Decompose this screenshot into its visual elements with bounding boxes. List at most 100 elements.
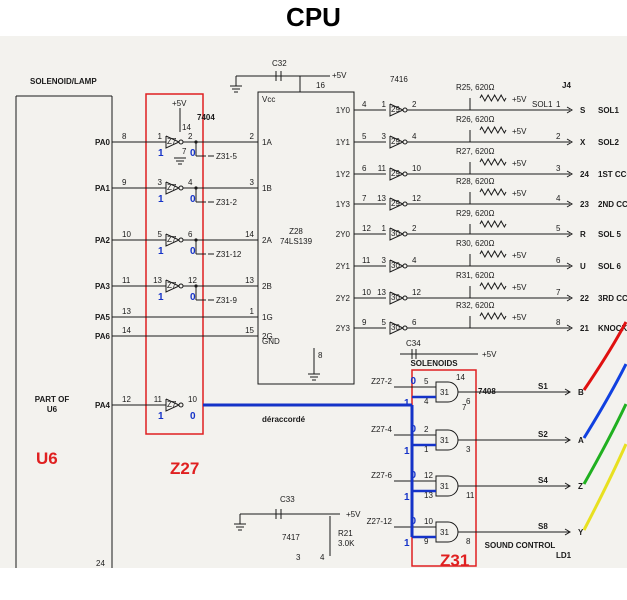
buffer-id: 29 — [391, 137, 400, 146]
z31-pin14: 14 — [456, 373, 465, 382]
arrow-head — [564, 388, 571, 396]
z27-pin7: 7 — [182, 147, 187, 156]
z27-highlight-box — [145, 93, 204, 435]
u6-label-line2: U6 — [47, 405, 58, 414]
buffer-id: 30 — [391, 261, 400, 270]
arrow-head — [566, 138, 573, 146]
z28-in-pin: 15 — [245, 326, 254, 335]
c33-label: C33 — [280, 495, 295, 504]
arrow-head — [566, 200, 573, 208]
z27-highlight-label: Z27 — [170, 459, 199, 478]
and-out-pin: 6 — [466, 397, 471, 406]
resistor-supply: +5V — [512, 127, 527, 136]
z27-in-logic: 1 — [158, 148, 164, 159]
resistor-supply: +5V — [512, 95, 527, 104]
and-in2-logic: 1 — [404, 492, 410, 503]
inverter-bubble — [402, 171, 408, 177]
resistor-supply: +5V — [512, 159, 527, 168]
buffer-out-pin: 2 — [412, 100, 417, 109]
z28-part: 74LS139 — [280, 237, 313, 246]
z28-out-name: 1Y0 — [336, 106, 351, 115]
u6-port-pa4: PA4 — [95, 401, 111, 410]
j4-pin-num: 1 — [556, 100, 561, 109]
solenoid-buffer — [389, 259, 405, 273]
z27-out-pin: 4 — [188, 178, 193, 187]
z28-in-pin: 13 — [245, 276, 254, 285]
u6-highlight-label: U6 — [36, 449, 58, 468]
z28-out-name: 2Y0 — [336, 230, 351, 239]
buffer-id: 29 — [391, 105, 400, 114]
j4-pin-num: 4 — [556, 194, 561, 203]
j4-label: J4 — [562, 81, 571, 90]
resistor-symbol — [479, 219, 507, 229]
z27-inverter — [165, 233, 181, 247]
and-gate-id: 31 — [440, 482, 449, 491]
z28-out-pin: 9 — [362, 318, 367, 327]
resistor-label: R32, 620Ω — [456, 301, 494, 310]
u6-label-line1: PART OF — [35, 395, 70, 404]
z27-in-pin: 3 — [158, 178, 163, 187]
and-in2-pin: 9 — [424, 537, 429, 546]
z28-gnd-pin: 8 — [318, 351, 323, 360]
u6-port-pa1: PA1 — [95, 184, 111, 193]
j4-pin-letter: 22 — [580, 294, 589, 303]
z28-vcc-label: Vcc — [262, 95, 275, 104]
buffer-out-pin: 10 — [412, 164, 421, 173]
j4-pin-letter: R — [580, 230, 586, 239]
z27-pin14: 14 — [182, 123, 191, 132]
j4-pin-num: 8 — [556, 318, 561, 327]
and-in2-pin: 4 — [424, 397, 429, 406]
r21-value: 3.0K — [338, 539, 355, 548]
z28-out-pin: 6 — [362, 164, 367, 173]
arrow-head — [564, 482, 571, 490]
resistor-label: R31, 620Ω — [456, 271, 494, 280]
inverter-bubble — [402, 201, 408, 207]
z28-in-pin: 3 — [250, 178, 255, 187]
z28-out-pin: 4 — [362, 100, 367, 109]
j4-pin-func: SOL 6 — [598, 262, 622, 271]
z28-supply: +5V — [332, 71, 347, 80]
and-gate — [435, 475, 459, 497]
buffer-in-pin: 3 — [382, 132, 387, 141]
and-gate-id: 31 — [440, 388, 449, 397]
j4-pin-func: 1ST CCC — [598, 170, 627, 179]
z27-out-pin: 2 — [188, 132, 193, 141]
arrow-head — [566, 170, 573, 178]
z28-in-name: 2A — [262, 236, 272, 245]
z27-in-pin: 5 — [158, 230, 163, 239]
z27-gate-id: Z7 — [167, 137, 177, 146]
z27-out-logic: 0 — [190, 246, 196, 257]
z27-dest-label: Z31-5 — [216, 152, 237, 161]
buffer-out-pin: 2 — [412, 224, 417, 233]
sound-output-letter: B — [578, 388, 584, 397]
z27-out-logic: 0 — [190, 411, 196, 422]
z28-chip-body — [257, 91, 355, 385]
inverter-bubble — [402, 325, 408, 331]
junction-dot — [194, 284, 198, 288]
z27-in-logic: 1 — [158, 411, 164, 422]
and-gate — [435, 381, 459, 403]
inverter-bubble — [402, 295, 408, 301]
c33-supply: +5V — [346, 510, 361, 519]
buffer-out-pin: 4 — [412, 132, 417, 141]
z28-in-name: 1G — [262, 313, 273, 322]
u6-port-pa0: PA0 — [95, 138, 111, 147]
and-in1-logic: 0 — [410, 376, 416, 387]
buffer-out-pin: 12 — [412, 194, 421, 203]
z28-out-pin: 11 — [362, 256, 371, 265]
chip-7417-label: 7417 — [282, 533, 300, 542]
arrow-head — [566, 230, 573, 238]
and-out-pin: 11 — [466, 491, 475, 500]
and-source-label: Z27-4 — [371, 425, 392, 434]
and-out-pin: 3 — [466, 445, 471, 454]
buffers-7416-label: 7416 — [390, 75, 408, 84]
z28-in-name: 1B — [262, 184, 272, 193]
sound-output-letter: Y — [578, 528, 584, 537]
z27-gate-id: Z7 — [167, 183, 177, 192]
sound-output-name: S1 — [538, 382, 548, 391]
inverter-bubble — [178, 185, 184, 191]
resistor-label: R25, 620Ω — [456, 83, 494, 92]
j4-pin-num: 6 — [556, 256, 561, 265]
